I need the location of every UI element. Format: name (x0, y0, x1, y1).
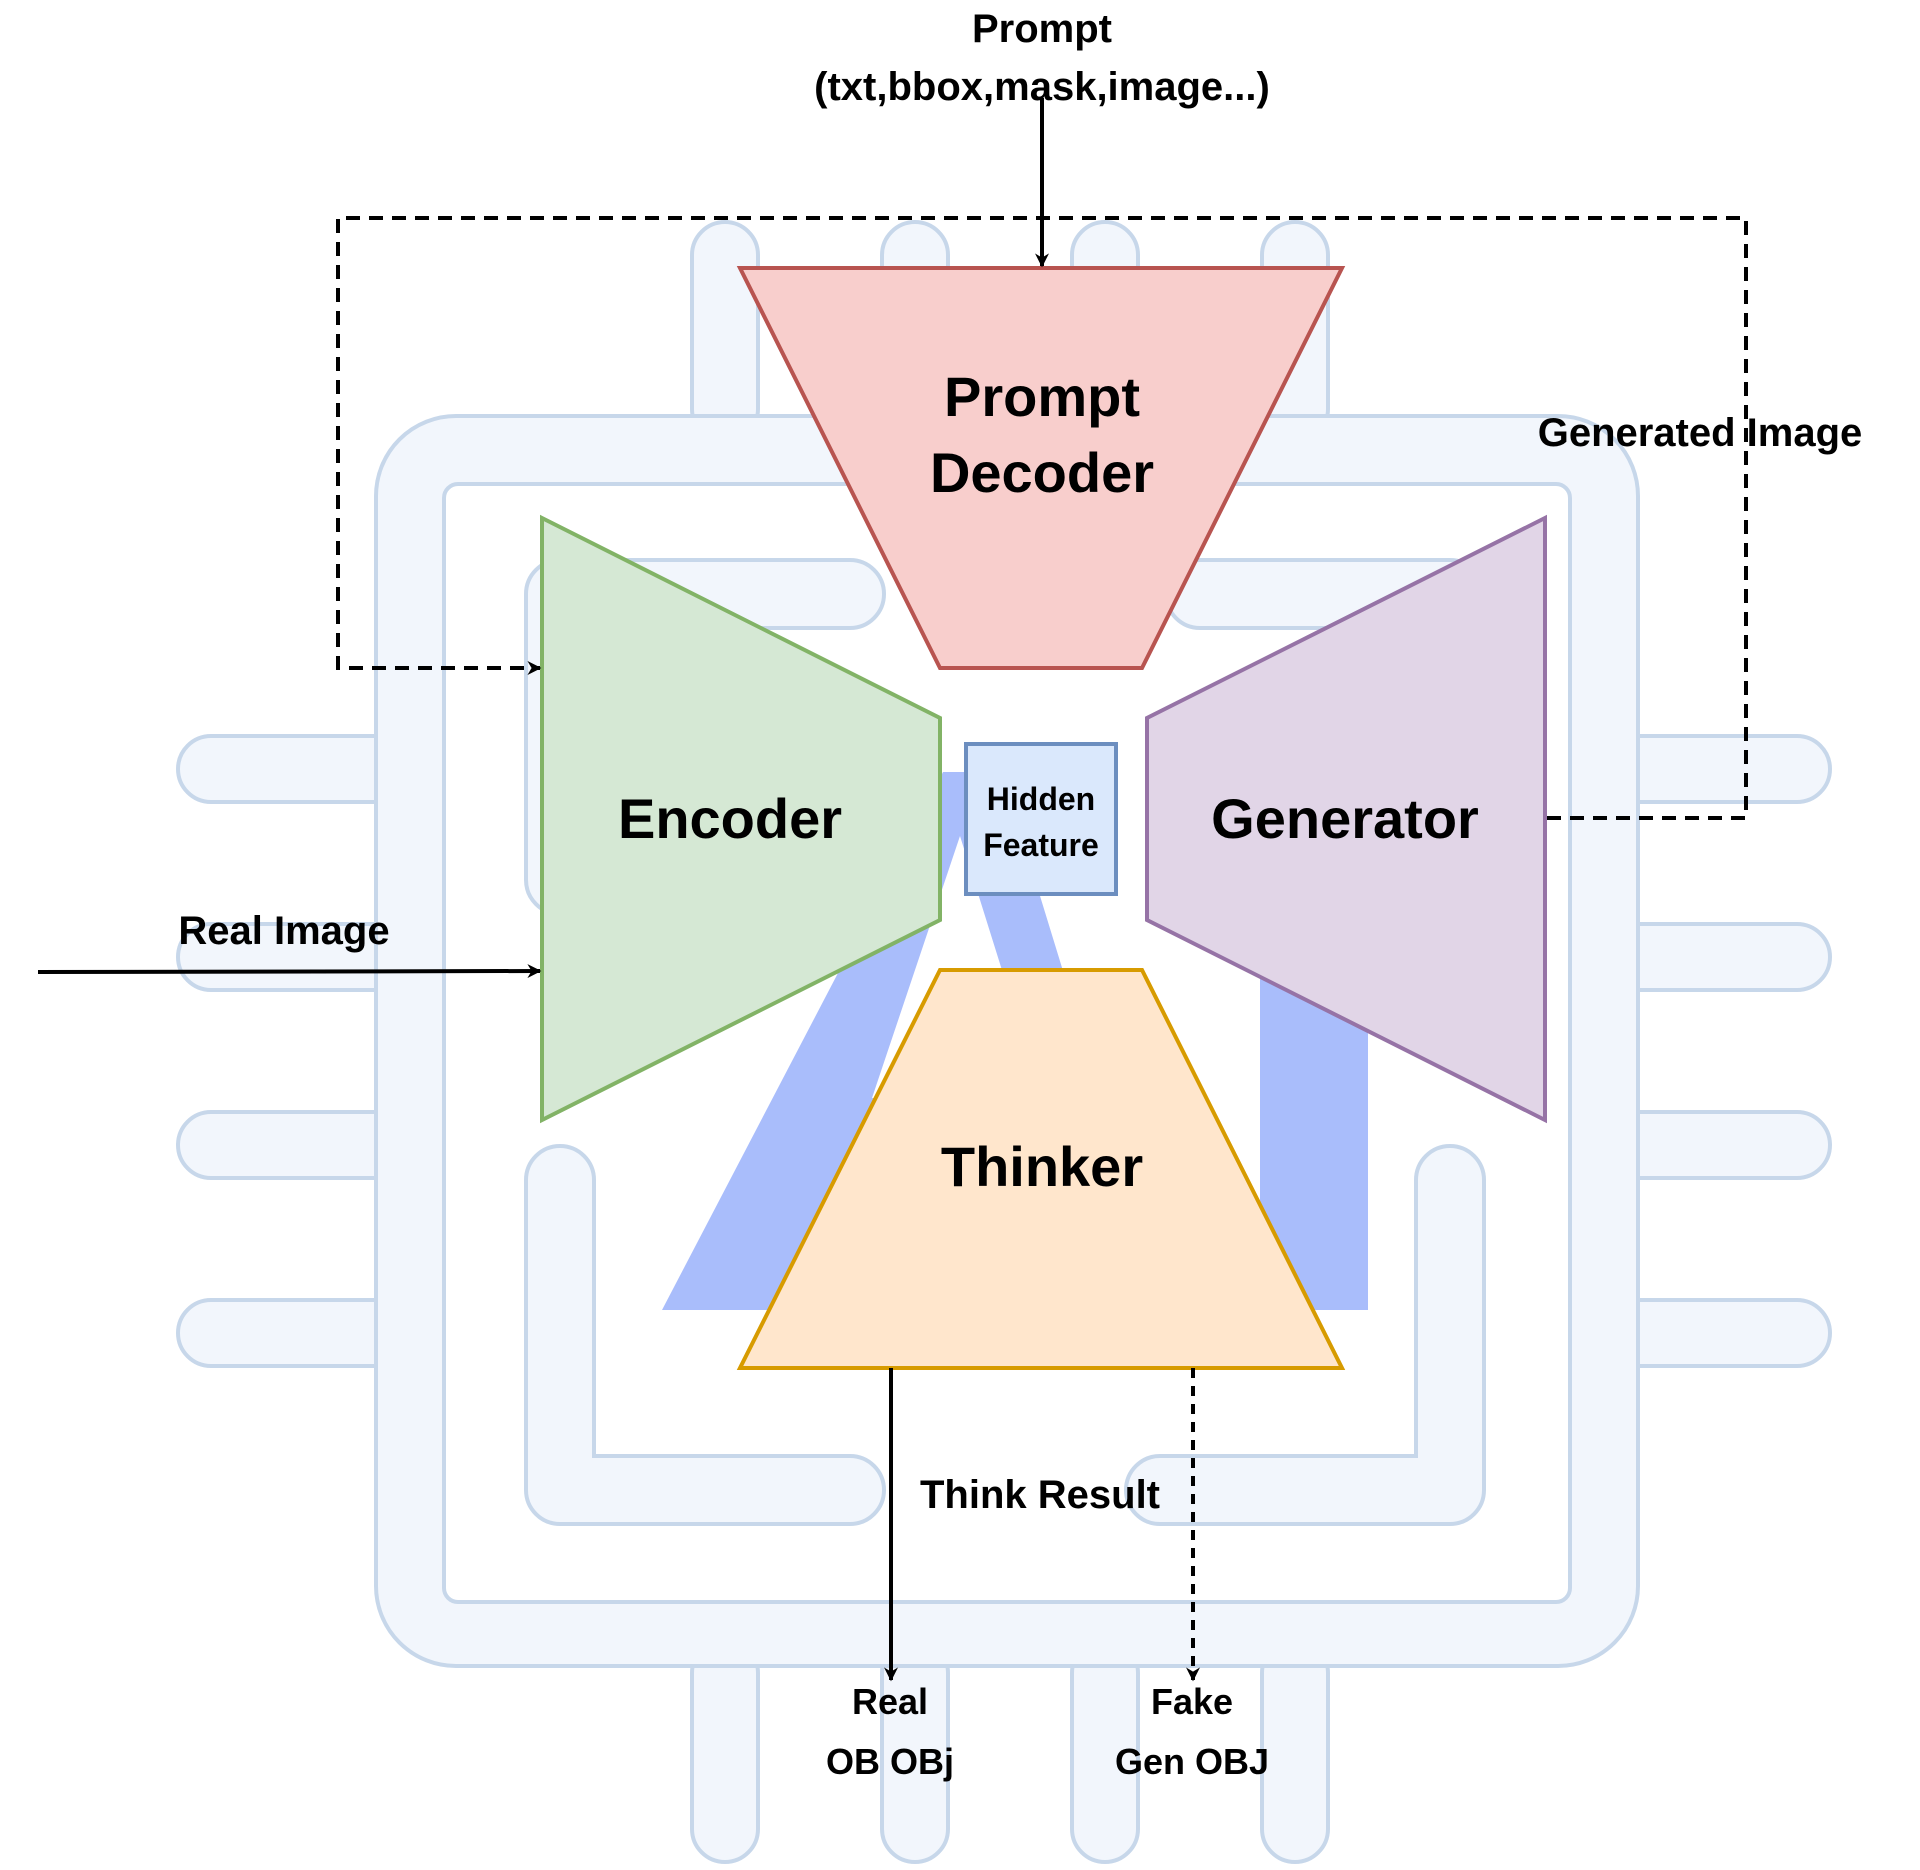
thinker-block (736, 968, 1346, 1370)
prompt-decoder-label-line1: Prompt (944, 365, 1140, 428)
real-output-label-line2: OB OBj (826, 1741, 954, 1782)
encoder-block (540, 514, 942, 1124)
thinker-label: Thinker (941, 1135, 1143, 1198)
chip-pin (690, 220, 760, 444)
think-result-label: Think Result (920, 1473, 1160, 1517)
hidden-feature-label-line2: Feature (983, 827, 1099, 863)
prompt-input-label-line1: Prompt (972, 7, 1112, 51)
prompt-decoder-block (736, 266, 1346, 670)
generated-image-feedback-arrow (336, 216, 1748, 820)
ai-letter-a (662, 772, 1167, 1310)
chip-pin (176, 1110, 410, 1180)
chip-bracket (1124, 1144, 1486, 1526)
fake-output-label-line2: Gen OBJ (1115, 1741, 1269, 1782)
chip-pin (176, 1298, 410, 1368)
generator-label: Generator (1211, 787, 1479, 850)
prompt-input-label-line2: (txt,bbox,mask,image...) (814, 65, 1270, 109)
chip-bracket (524, 1144, 886, 1526)
generator-block (1145, 514, 1547, 1124)
real-image-arrow (37, 964, 542, 979)
hidden-feature-block (964, 742, 1118, 896)
fake-output-label-line1: Fake (1151, 1681, 1233, 1722)
chip-pin (690, 1638, 760, 1864)
encoder-label: Encoder (618, 787, 842, 850)
real-image-label: Real Image (178, 909, 389, 953)
prompt-decoder-label-line2: Decoder (930, 441, 1154, 504)
real-output-label-line1: Real (852, 1681, 928, 1722)
generated-image-label: Generated Image (1538, 411, 1863, 455)
hidden-feature-label-line1: Hidden (987, 781, 1095, 817)
chip-pin (176, 734, 410, 804)
chip-pin (1260, 1638, 1330, 1864)
